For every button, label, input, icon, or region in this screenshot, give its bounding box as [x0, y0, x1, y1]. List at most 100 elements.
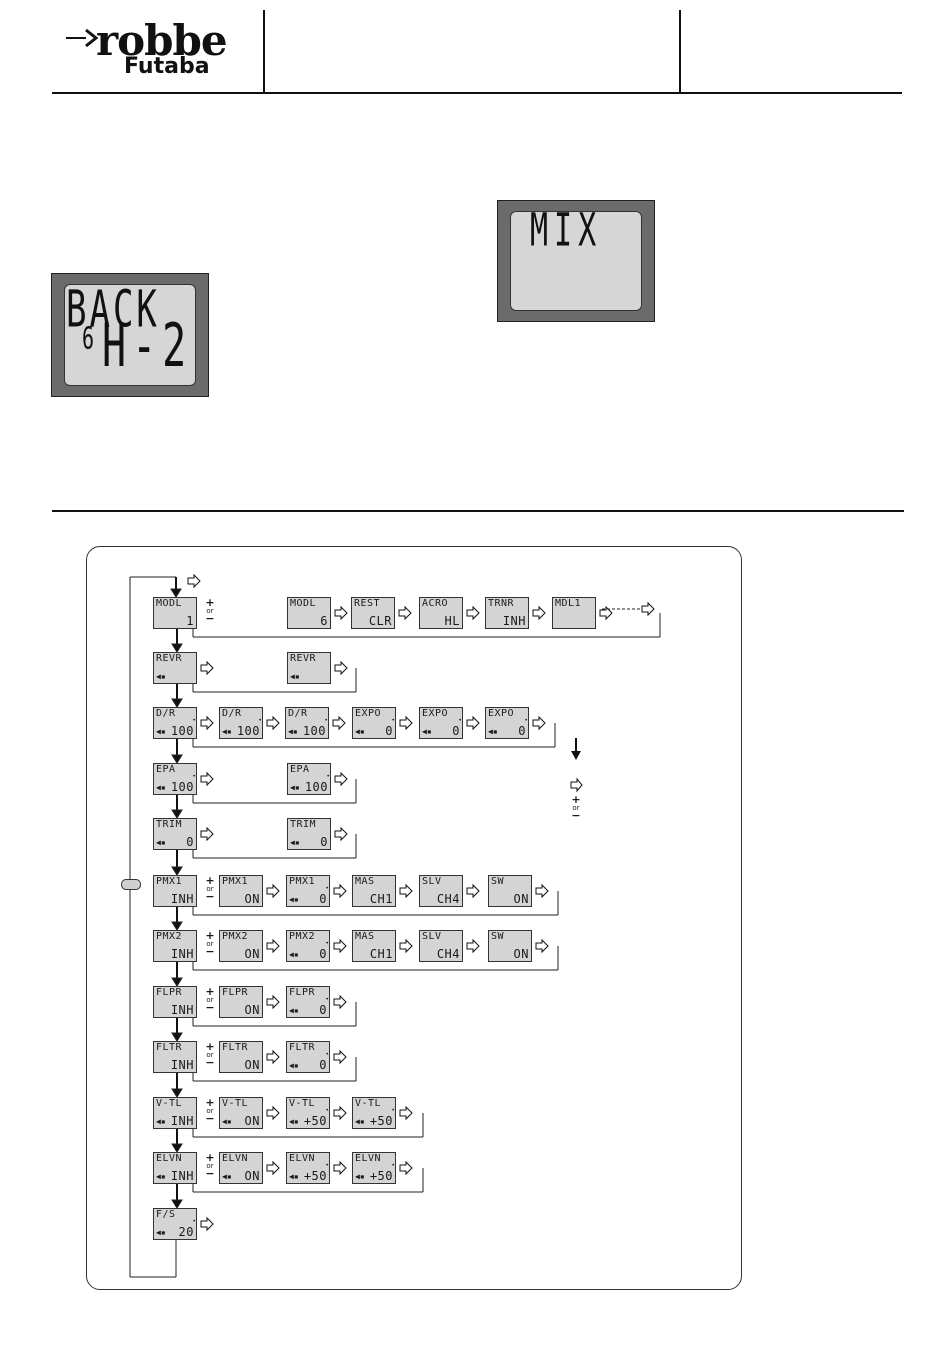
next-arrow-icon: [333, 1049, 347, 1065]
lcd-label: FLTR: [222, 1042, 249, 1053]
lcd-label: ELVN: [289, 1153, 316, 1164]
indicator-led: [121, 879, 141, 890]
stick-icon: ◀▪: [488, 727, 498, 736]
lcd-label: EXPO: [355, 708, 382, 719]
lcd-label: SLV: [422, 931, 442, 942]
lcd-back-channel: 6: [82, 320, 98, 356]
next-arrow-icon: [333, 1160, 347, 1176]
next-arrow-icon: [466, 938, 480, 954]
lcd-value: ON: [244, 1003, 260, 1017]
plus-or-minus-keys: +or−: [205, 985, 215, 1014]
robbe-futaba-logo: robbe Futaba: [66, 16, 246, 82]
stick-icon: ◀▪: [222, 1117, 232, 1126]
next-arrow-icon: [334, 826, 348, 842]
next-arrow-icon: [532, 715, 546, 731]
lcd-label: SW: [491, 876, 505, 887]
next-arrow-icon: [266, 1049, 280, 1065]
stick-icon: ◀▪: [288, 727, 298, 736]
next-arrow-icon: [333, 938, 347, 954]
legend-icons: [570, 738, 583, 793]
lcd-value: +50: [303, 1114, 327, 1128]
lcd-back-line2: H-2: [102, 312, 193, 381]
stick-icon: ◀▪: [156, 783, 166, 792]
lcd-label: PMX2: [289, 931, 316, 942]
percent-mark: •: [325, 1107, 329, 1114]
next-arrow-icon: [399, 715, 413, 731]
stick-icon: ◀▪: [156, 727, 166, 736]
next-arrow-icon: [535, 938, 549, 954]
stick-icon: ◀▪: [156, 1172, 166, 1181]
down-arrow-icon: [171, 1199, 183, 1209]
lcd-label: EPA: [290, 764, 310, 775]
menu-lcd-vtl: V-TL+50◀▪•: [352, 1097, 396, 1129]
lcd-label: D/R: [156, 708, 176, 719]
menu-flow-diagram: [86, 546, 742, 1290]
stick-icon: ◀▪: [355, 727, 365, 736]
lcd-value: INH: [170, 892, 194, 906]
next-arrow-icon: [266, 938, 280, 954]
header-divider: [679, 10, 681, 92]
next-arrow-icon: [334, 771, 348, 787]
lcd-value: 0: [385, 724, 393, 738]
legend-plus-or-minus: + or −: [571, 793, 581, 822]
lcd-value: INH: [170, 1169, 194, 1183]
lcd-label: SLV: [422, 876, 442, 887]
stick-icon: ◀▪: [289, 1117, 299, 1126]
next-arrow-icon: [266, 715, 280, 731]
lcd-label: V-TL: [289, 1098, 316, 1109]
next-arrow-icon: [333, 1105, 347, 1121]
down-arrow-icon: [171, 866, 183, 876]
percent-mark: •: [391, 1162, 395, 1169]
lcd-value: INH: [170, 1003, 194, 1017]
menu-lcd-flpr: FLPR ON: [219, 986, 263, 1018]
percent-mark: •: [325, 1051, 329, 1058]
logo-mark-icon: [66, 28, 99, 48]
stick-icon: ◀▪: [422, 727, 432, 736]
lcd-label: REST: [354, 598, 381, 609]
header-divider: [263, 10, 265, 92]
menu-lcd-elvn: ELVN+50◀▪•: [352, 1152, 396, 1184]
lcd-value: CH4: [436, 947, 460, 961]
lcd-value: ON: [244, 1058, 260, 1072]
lcd-value: ON: [513, 947, 529, 961]
lcd-value: 0: [186, 835, 194, 849]
next-arrow-icon: [200, 826, 214, 842]
next-arrow-icon: [200, 660, 214, 676]
lcd-label: PMX2: [156, 931, 183, 942]
lcd-value: HL: [444, 614, 460, 628]
lcd-label: FLPR: [222, 987, 249, 998]
percent-mark: •: [391, 717, 395, 724]
lcd-label: EXPO: [488, 708, 515, 719]
percent-mark: •: [192, 1218, 196, 1225]
lcd-label: PMX1: [222, 876, 249, 887]
lcd-value: +50: [369, 1114, 393, 1128]
lcd-value: 100: [170, 724, 194, 738]
stick-icon: ◀▪: [290, 672, 300, 681]
lcd-value: ON: [244, 1169, 260, 1183]
percent-mark: •: [325, 885, 329, 892]
plus-or-minus-keys: +or−: [205, 1096, 215, 1125]
down-arrow-icon: [171, 977, 183, 987]
legend: [566, 738, 586, 812]
lcd-label: TRIM: [290, 819, 317, 830]
next-arrow-icon: [332, 715, 346, 731]
lcd-label: PMX1: [289, 876, 316, 887]
stick-icon: ◀▪: [290, 783, 300, 792]
percent-mark: •: [524, 717, 528, 724]
next-arrow-icon: [266, 1105, 280, 1121]
stick-icon: ◀▪: [156, 672, 166, 681]
